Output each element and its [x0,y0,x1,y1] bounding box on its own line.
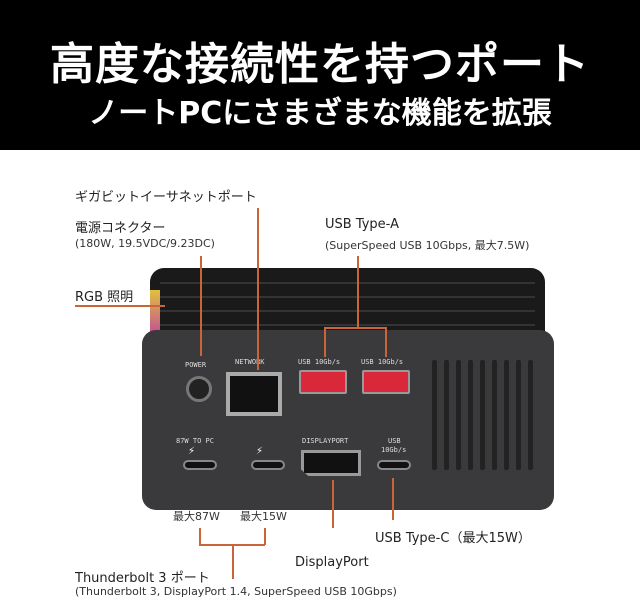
usb-c-label: USB [388,437,401,445]
ethernet-callout: ギガビットイーサネットポート [75,190,257,205]
displayport-label: DISPLAYPORT [302,437,349,445]
tb-87w: 最大87W [173,510,220,523]
rgb-light [150,290,160,340]
power-line [200,256,202,356]
displayport-line [332,480,334,528]
tb-bracket [264,528,266,545]
usb-a-callout: USB Type-A [325,217,399,232]
displayport-port [301,450,361,476]
usb-a-port-1 [299,370,347,394]
rgb-line [75,305,165,307]
usb-a-label-2: USB 10Gb/s [361,358,404,366]
page-title: 高度な接続性を持つポート [50,39,590,90]
rgb-callout: RGB 照明 [75,290,134,305]
usb-c-port [377,460,411,470]
usb-a-bracket [324,327,326,357]
power-callout: 電源コネクター [75,221,166,236]
tb-bracket [199,528,201,545]
tb-line [232,544,234,579]
displayport-callout: DisplayPort [295,555,369,570]
header-banner [0,0,640,150]
usb-c-callout: USB Type-C（最大15W） [375,531,531,546]
usb-a-bracket [324,327,386,329]
ethernet-port [226,372,282,416]
power-port-label: POWER [185,361,207,369]
usb-a-line [357,256,359,328]
thunderbolt-spec: (Thunderbolt 3, DisplayPort 1.4, SuperSp… [75,585,397,598]
tb-port-label: 87W TO PC [176,437,214,445]
thunderbolt-icon: ⚡ [188,446,196,457]
thunderbolt-icon: ⚡ [256,446,264,457]
network-port-label: NETWORK [235,358,265,366]
usb-a-bracket [385,327,387,357]
usb-c-label-2: 10Gb/s [381,446,407,454]
power-spec: (180W, 19.5VDC/9.23DC) [75,237,215,250]
usb-c-line [392,478,394,520]
device-body [142,330,554,510]
thunderbolt-port-1 [183,460,217,470]
tb-15w: 最大15W [240,510,287,523]
usb-a-port-2 [362,370,410,394]
page-subtitle: ノートPCにさまざまな機能を拡張 [88,96,552,131]
usb-a-spec: (SuperSpeed USB 10Gbps, 最大7.5W) [325,239,530,252]
power-port [186,376,212,402]
thunderbolt-callout: Thunderbolt 3 ポート [75,571,210,586]
device-top [150,268,545,338]
ethernet-line [257,208,259,370]
thunderbolt-port-2 [251,460,285,470]
usb-a-label-1: USB 10Gb/s [298,358,341,366]
